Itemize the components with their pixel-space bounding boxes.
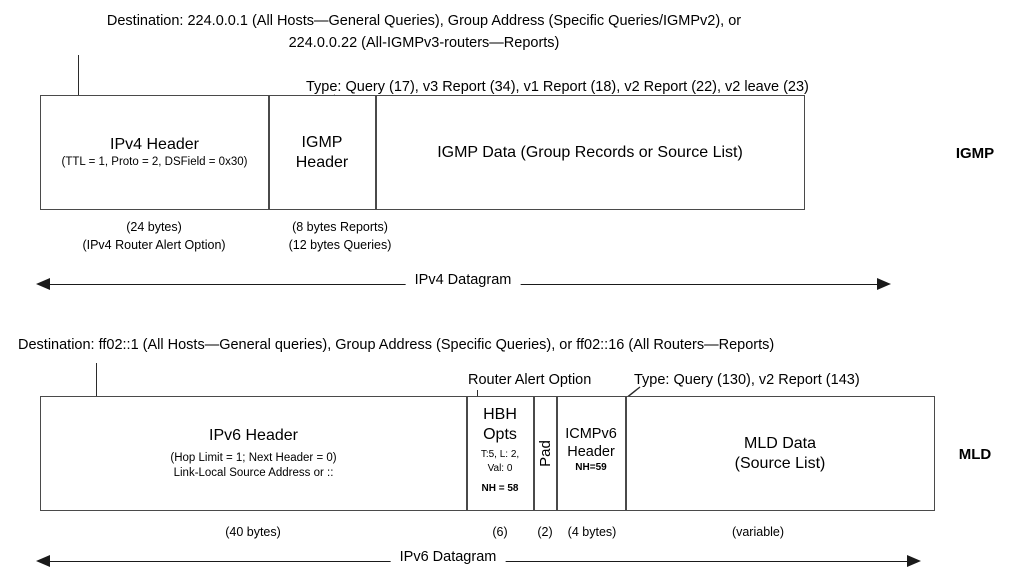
pad-size: (2) <box>537 525 553 539</box>
igmp-protocol-label: IGMP <box>955 145 995 162</box>
ipv4-datagram-span: IPv4 Datagram <box>36 272 891 296</box>
mld-cell-hbh-opts: HBH Opts T:5, L: 2, Val: 0 NH = 58 <box>467 399 533 508</box>
igmp-header-title-line2: Header <box>295 153 349 171</box>
mld-cell-mld-data: MLD Data (Source List) <box>626 397 934 510</box>
igmp-destination-arrow-shaft <box>78 55 80 133</box>
igmp-divider-2 <box>375 95 377 210</box>
igmp-header-title-line1: IGMP <box>301 133 343 151</box>
igmp-cell-ipv4-header: IPv4 Header (TTL = 1, Proto = 2, DSField… <box>41 96 268 209</box>
hbh-opts-sub1: T:5, L: 2, <box>480 449 520 460</box>
ipv4-datagram-arrow-left <box>36 278 50 290</box>
mld-protocol-label: MLD <box>958 446 992 463</box>
icmpv6-header-size: (4 bytes) <box>567 525 617 539</box>
mld-cell-ipv6-header: IPv6 Header (Hop Limit = 1; Next Header … <box>41 397 466 510</box>
mld-type-note: Type: Query (130), v2 Report (143) <box>634 372 860 388</box>
ipv4-header-size-line1: (24 bytes) <box>126 220 182 234</box>
ipv6-header-size: (40 bytes) <box>225 525 281 539</box>
ipv4-header-sub: (TTL = 1, Proto = 2, DSField = 0x30) <box>61 156 248 169</box>
igmp-divider-1 <box>268 95 270 210</box>
igmp-destination-note-line1: Destination: 224.0.0.1 (All Hosts—Genera… <box>106 13 742 29</box>
mld-divider-3 <box>556 396 558 511</box>
ipv4-header-size-line2: (IPv4 Router Alert Option) <box>82 238 226 252</box>
mld-divider-1 <box>466 396 468 511</box>
mld-data-title-line1: MLD Data <box>743 434 817 452</box>
hbh-opts-size: (6) <box>492 525 508 539</box>
ipv4-datagram-arrow-right <box>877 278 891 290</box>
icmpv6-header-sub: NH=59 <box>575 462 607 474</box>
ipv6-datagram-arrow-left <box>36 555 50 567</box>
igmp-destination-note-line2: 224.0.0.22 (All-IGMPv3-routers—Reports) <box>288 35 560 51</box>
mld-data-size: (variable) <box>731 525 785 539</box>
hbh-opts-title-line1: HBH <box>483 406 517 423</box>
hbh-opts-title-line2: Opts <box>483 426 517 443</box>
ipv6-header-sub1: (Hop Limit = 1; Next Header = 0) <box>170 452 337 465</box>
igmp-type-note: Type: Query (17), v3 Report (34), v1 Rep… <box>306 79 809 95</box>
mld-destination-note: Destination: ff02::1 (All Hosts—General … <box>18 337 775 353</box>
igmp-packet-box <box>40 95 805 210</box>
mld-divider-4 <box>625 396 627 511</box>
mld-divider-2 <box>533 396 535 511</box>
mld-packet-box <box>40 396 935 511</box>
ipv6-datagram-arrow-right <box>907 555 921 567</box>
igmp-header-size-line1: (8 bytes Reports) <box>292 220 388 234</box>
ipv6-datagram-label: IPv6 Datagram <box>390 549 506 565</box>
ipv6-header-title: IPv6 Header <box>209 427 298 445</box>
igmp-data-title: IGMP Data (Group Records or Source List) <box>437 143 743 161</box>
igmp-cell-igmp-data: IGMP Data (Group Records or Source List) <box>376 96 804 209</box>
hbh-opts-sub2: Val: 0 <box>487 462 513 474</box>
ipv4-datagram-label: IPv4 Datagram <box>405 272 521 288</box>
mld-cell-icmpv6-header: ICMPv6 Header NH=59 <box>557 397 625 510</box>
mld-data-title-line2: (Source List) <box>734 454 826 472</box>
igmp-header-size-line2: (12 bytes Queries) <box>288 238 392 252</box>
mld-router-alert-note: Router Alert Option <box>468 372 592 388</box>
ipv6-datagram-span: IPv6 Datagram <box>36 549 921 573</box>
icmpv6-header-title-line2: Header <box>567 444 615 461</box>
icmpv6-header-title-line1: ICMPv6 <box>565 426 617 442</box>
hbh-opts-sub3: NH = 58 <box>481 483 519 494</box>
pad-title: Pad <box>536 440 554 467</box>
ipv4-header-title: IPv4 Header <box>110 136 199 154</box>
mld-cell-pad: Pad <box>534 397 556 510</box>
igmp-cell-igmp-header: IGMP Header <box>269 96 375 209</box>
ipv6-header-sub2: Link-Local Source Address or :: <box>173 467 334 479</box>
